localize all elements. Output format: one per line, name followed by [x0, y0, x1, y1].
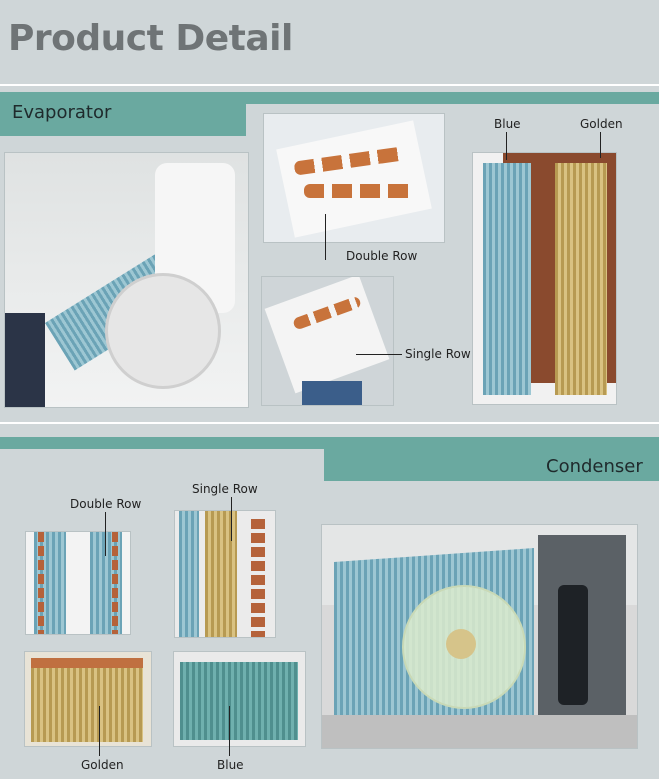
condenser-band	[324, 437, 659, 481]
single-row-pointer	[356, 354, 402, 355]
single-row-condenser-photo	[174, 510, 276, 638]
single-row-evaporator-photo	[261, 276, 394, 406]
condenser-double-row-pointer	[105, 512, 106, 556]
condenser-blue-label: Blue	[217, 758, 244, 772]
evaporator-golden-label: Golden	[580, 117, 623, 131]
golden-pointer	[600, 132, 601, 158]
evaporator-section-title: Evaporator	[12, 102, 112, 123]
evaporator-single-row-label: Single Row	[405, 347, 471, 361]
double-row-condenser-photo	[25, 531, 131, 635]
evaporator-double-row-label: Double Row	[346, 249, 418, 263]
blue-pointer	[506, 132, 507, 160]
indoor-unit-photo	[4, 152, 249, 408]
page-title: Product Detail	[8, 18, 293, 59]
condenser-single-row-label: Single Row	[192, 482, 258, 496]
condenser-band-tail	[0, 437, 324, 449]
condenser-blue-pointer	[229, 706, 230, 756]
condenser-golden-label: Golden	[81, 758, 124, 772]
double-row-evaporator-photo	[263, 113, 445, 243]
condenser-divider	[0, 422, 659, 424]
evaporator-band	[0, 92, 246, 136]
double-row-pointer	[325, 214, 326, 260]
blue-golden-evaporator-photo	[472, 152, 617, 405]
golden-condenser-photo	[24, 651, 152, 747]
header-divider	[0, 84, 659, 86]
blue-condenser-photo	[173, 651, 306, 747]
condenser-section-title: Condenser	[546, 456, 643, 477]
evaporator-blue-label: Blue	[494, 117, 521, 131]
condenser-double-row-label: Double Row	[70, 497, 142, 511]
condenser-single-row-pointer	[231, 497, 232, 541]
evaporator-band-tail	[246, 92, 659, 104]
outdoor-unit-photo	[321, 524, 638, 749]
condenser-golden-pointer	[99, 706, 100, 756]
